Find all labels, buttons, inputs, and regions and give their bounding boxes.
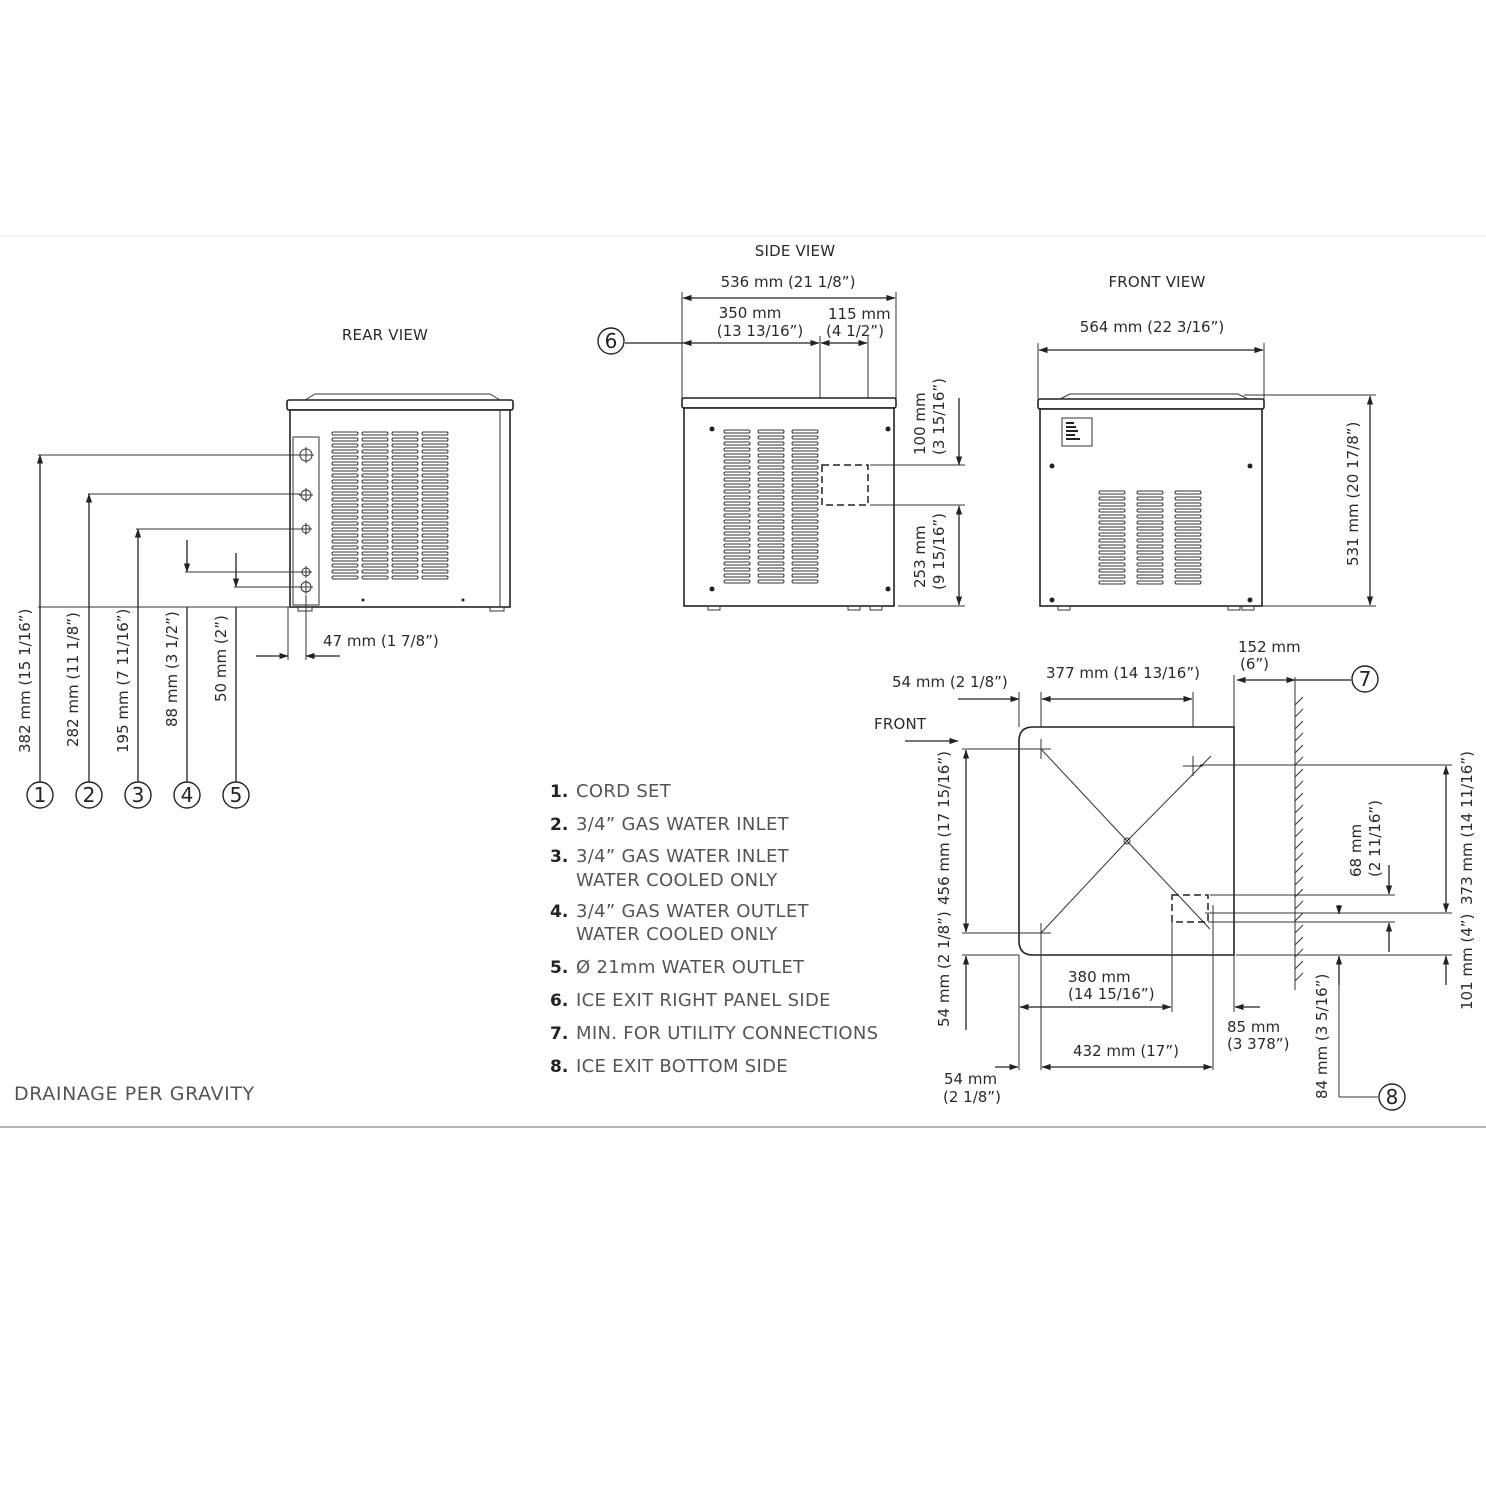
dim-382: 382 mm (15 1/16”) bbox=[16, 609, 34, 753]
callout-1 bbox=[26, 781, 54, 809]
dim-380: (14 15/16”) bbox=[1068, 985, 1155, 1003]
dim-282: 282 mm (11 1/8”) bbox=[64, 612, 82, 747]
dim-54-bottom: (2 1/8”) bbox=[943, 1088, 1001, 1106]
legend: 1. CORD SET 2. 3/4” GAS WATER INLET 3. 3… bbox=[550, 781, 878, 1077]
callout-5 bbox=[222, 781, 250, 809]
svg-text:7: 7 bbox=[1359, 667, 1372, 691]
dim-88: 88 mm (3 1/2”) bbox=[163, 611, 181, 727]
front-view-title: FRONT VIEW bbox=[1108, 273, 1205, 291]
svg-text:115 mm: 115 mm bbox=[828, 305, 891, 323]
plan-view: FRONT 54 mm (2 1/8”) 377 mm (14 13/16”) … bbox=[874, 638, 1476, 1111]
legend-item-2: 3/4” GAS WATER INLET bbox=[576, 814, 790, 835]
svg-text:380 mm: 380 mm bbox=[1068, 968, 1131, 986]
svg-text:68 mm: 68 mm bbox=[1347, 824, 1365, 877]
svg-text:350 mm: 350 mm bbox=[719, 304, 782, 322]
drainage-note: DRAINAGE PER GRAVITY bbox=[14, 1083, 255, 1105]
front-vent-grille bbox=[1098, 490, 1202, 585]
svg-text:3: 3 bbox=[132, 783, 145, 807]
legend-item-4: 3/4” GAS WATER OUTLET bbox=[576, 901, 809, 922]
legend-num-2: 2. bbox=[550, 815, 568, 835]
dim-100: (3 15/16”) bbox=[930, 378, 948, 455]
dim-101: 101 mm (4”) bbox=[1458, 914, 1476, 1010]
dim-50: 50 mm (2”) bbox=[212, 615, 230, 702]
dim-432: 432 mm (17”) bbox=[1073, 1042, 1179, 1060]
dim-152: (6”) bbox=[1240, 655, 1269, 673]
dim-536: 536 mm (21 1/8”) bbox=[721, 273, 856, 291]
callout-2 bbox=[75, 781, 103, 809]
dim-531: 531 mm (20 17/8”) bbox=[1344, 422, 1362, 566]
dim-54-left: 54 mm (2 1/8”) bbox=[935, 911, 953, 1027]
rear-view: REAR VIEW bbox=[16, 326, 514, 809]
svg-text:2: 2 bbox=[83, 783, 96, 807]
dim-85: (3 378”) bbox=[1227, 1035, 1289, 1053]
legend-num-7: 7. bbox=[550, 1024, 568, 1044]
legend-num-5: 5. bbox=[550, 958, 568, 978]
front-label: FRONT bbox=[874, 715, 927, 733]
dim-115: (4 1/2”) bbox=[826, 322, 884, 340]
callout-8 bbox=[1378, 1083, 1406, 1111]
rear-vent-grille bbox=[331, 431, 449, 580]
side-cabinet bbox=[683, 407, 895, 607]
dim-84: 84 mm (3 5/16”) bbox=[1313, 974, 1331, 1099]
front-lid bbox=[1037, 398, 1265, 410]
legend-item-5: Ø 21mm WATER OUTLET bbox=[576, 957, 805, 978]
legend-num-6: 6. bbox=[550, 991, 568, 1011]
legend-num-3: 3. bbox=[550, 847, 568, 867]
dim-373: 373 mm (14 11/16”) bbox=[1458, 751, 1476, 905]
legend-item-4-line2: WATER COOLED ONLY bbox=[576, 924, 778, 945]
legend-item-1: CORD SET bbox=[576, 781, 672, 802]
rating-plate bbox=[1061, 417, 1093, 447]
svg-text:4: 4 bbox=[181, 783, 194, 807]
legend-num-1: 1. bbox=[550, 782, 568, 802]
dim-195: 195 mm (7 11/16”) bbox=[114, 609, 132, 753]
callout-3 bbox=[124, 781, 152, 809]
svg-text:85 mm: 85 mm bbox=[1227, 1018, 1280, 1036]
svg-text:152 mm: 152 mm bbox=[1238, 638, 1301, 656]
legend-num-4: 4. bbox=[550, 902, 568, 922]
svg-text:5: 5 bbox=[230, 783, 243, 807]
rear-view-title: REAR VIEW bbox=[342, 326, 428, 344]
dim-564: 564 mm (22 3/16”) bbox=[1080, 318, 1224, 336]
dim-47: 47 mm (1 7/8”) bbox=[323, 632, 439, 650]
front-cabinet bbox=[1039, 408, 1263, 607]
legend-item-3-line2: WATER COOLED ONLY bbox=[576, 870, 778, 891]
dim-377: 377 mm (14 13/16”) bbox=[1046, 664, 1200, 682]
dim-253: (9 15/16”) bbox=[930, 513, 948, 590]
callout-7 bbox=[1351, 665, 1379, 693]
dim-456: 456 mm (17 15/16”) bbox=[935, 751, 953, 905]
svg-text:6: 6 bbox=[605, 329, 618, 353]
dim-54-top: 54 mm (2 1/8”) bbox=[892, 673, 1008, 691]
svg-text:100 mm: 100 mm bbox=[911, 392, 929, 455]
side-lid bbox=[681, 397, 897, 409]
legend-num-8: 8. bbox=[550, 1057, 568, 1077]
legend-item-3: 3/4” GAS WATER INLET bbox=[576, 846, 790, 867]
legend-item-7: MIN. FOR UTILITY CONNECTIONS bbox=[576, 1023, 878, 1044]
svg-text:253 mm: 253 mm bbox=[911, 525, 929, 588]
legend-item-8: ICE EXIT BOTTOM SIDE bbox=[576, 1056, 788, 1077]
rear-cabinet bbox=[289, 409, 511, 608]
callout-6 bbox=[597, 327, 625, 355]
side-view: SIDE VIEW 536 mm (21 1/8”) 350 mm (13 13… bbox=[597, 242, 965, 611]
dim-350: (13 13/16”) bbox=[717, 322, 804, 340]
svg-text:8: 8 bbox=[1386, 1085, 1399, 1109]
side-ice-exit bbox=[821, 464, 869, 506]
side-view-title: SIDE VIEW bbox=[755, 242, 836, 260]
front-view: FRONT VIEW 564 mm (22 3/16”) 531 mm (20 … bbox=[1037, 273, 1376, 611]
svg-text:54 mm: 54 mm bbox=[944, 1070, 997, 1088]
rear-lid bbox=[286, 399, 514, 411]
callout-4 bbox=[173, 781, 201, 809]
legend-item-6: ICE EXIT RIGHT PANEL SIDE bbox=[576, 990, 831, 1011]
plan-ice-exit bbox=[1171, 894, 1209, 923]
dim-68: (2 11/16”) bbox=[1366, 800, 1384, 877]
svg-text:1: 1 bbox=[34, 783, 47, 807]
wall-hatch bbox=[1294, 696, 1304, 982]
side-vent-grille bbox=[723, 429, 819, 584]
